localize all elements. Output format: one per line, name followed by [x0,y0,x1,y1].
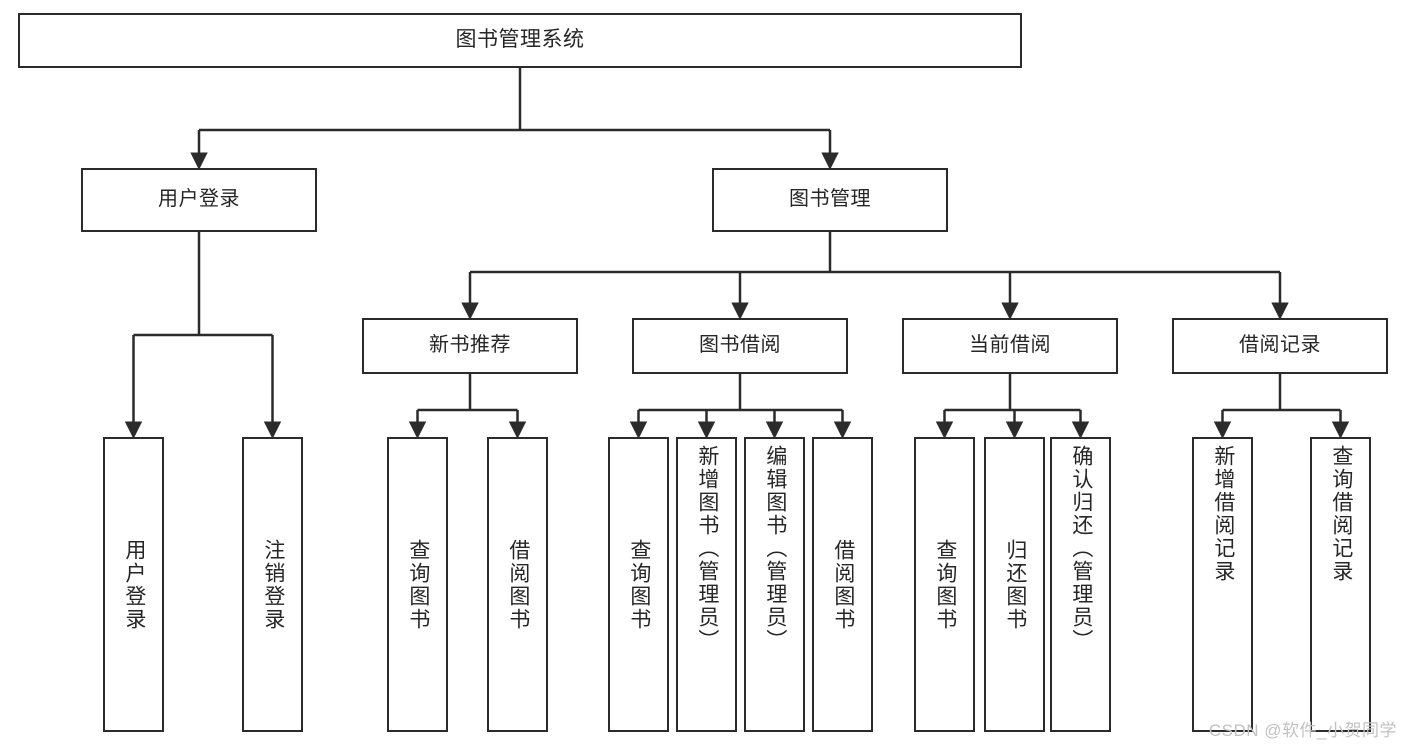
node-book-borrow[interactable]: 图书借阅 [632,318,848,374]
watermark: CSDN @软件_小贺同学 [1208,721,1397,740]
node-book-manage[interactable]: 图书管理 [712,168,948,232]
node-root[interactable]: 图书管理系统 [18,13,1022,68]
node-user-login[interactable]: 用户登录 [81,168,317,232]
node-new-book-rec[interactable]: 新书推荐 [362,318,578,374]
node-label: 图书借阅 [699,334,781,357]
node-current-borrow[interactable]: 当前借阅 [902,318,1118,374]
node-label: 用户登录 [158,188,240,211]
node-label: 查询图书 [933,538,957,631]
node-leaf-borrow-book-2[interactable]: 借阅图书 [812,437,873,732]
node-label: 归还图书 [1003,538,1027,631]
node-label: 借阅记录 [1239,334,1321,357]
node-leaf-query-book-3[interactable]: 查询图书 [914,437,975,732]
node-borrow-record[interactable]: 借阅记录 [1172,318,1388,374]
node-leaf-user-login[interactable]: 用户登录 [103,437,164,732]
node-label: 图书管理系统 [455,28,585,52]
node-leaf-edit-book[interactable]: 编辑图书（管理员） [744,437,805,732]
node-leaf-add-record[interactable]: 新增借阅记录 [1192,437,1253,732]
node-label: 查询借阅记录 [1329,445,1353,583]
node-label: 当前借阅 [969,334,1051,357]
node-label: 确认归还（管理员） [1069,445,1093,652]
node-leaf-query-book-2[interactable]: 查询图书 [608,437,669,732]
node-label: 新增图书（管理员） [695,445,719,652]
node-leaf-query-book-1[interactable]: 查询图书 [387,437,448,732]
node-label: 查询图书 [406,538,430,631]
node-label: 注销登录 [261,538,285,631]
node-leaf-add-book[interactable]: 新增图书（管理员） [676,437,737,732]
node-label: 借阅图书 [831,538,855,631]
node-leaf-borrow-book-1[interactable]: 借阅图书 [487,437,548,732]
node-label: 查询图书 [627,538,651,631]
node-label: 图书管理 [789,188,871,211]
node-label: 新增借阅记录 [1211,445,1235,583]
node-leaf-logout[interactable]: 注销登录 [242,437,303,732]
node-label: 借阅图书 [506,538,530,631]
node-leaf-query-record[interactable]: 查询借阅记录 [1310,437,1371,732]
node-label: 用户登录 [122,538,146,631]
node-label: 编辑图书（管理员） [763,445,787,652]
node-leaf-return-book[interactable]: 归还图书 [984,437,1045,732]
node-label: 新书推荐 [429,334,511,357]
node-leaf-confirm-return[interactable]: 确认归还（管理员） [1050,437,1111,732]
